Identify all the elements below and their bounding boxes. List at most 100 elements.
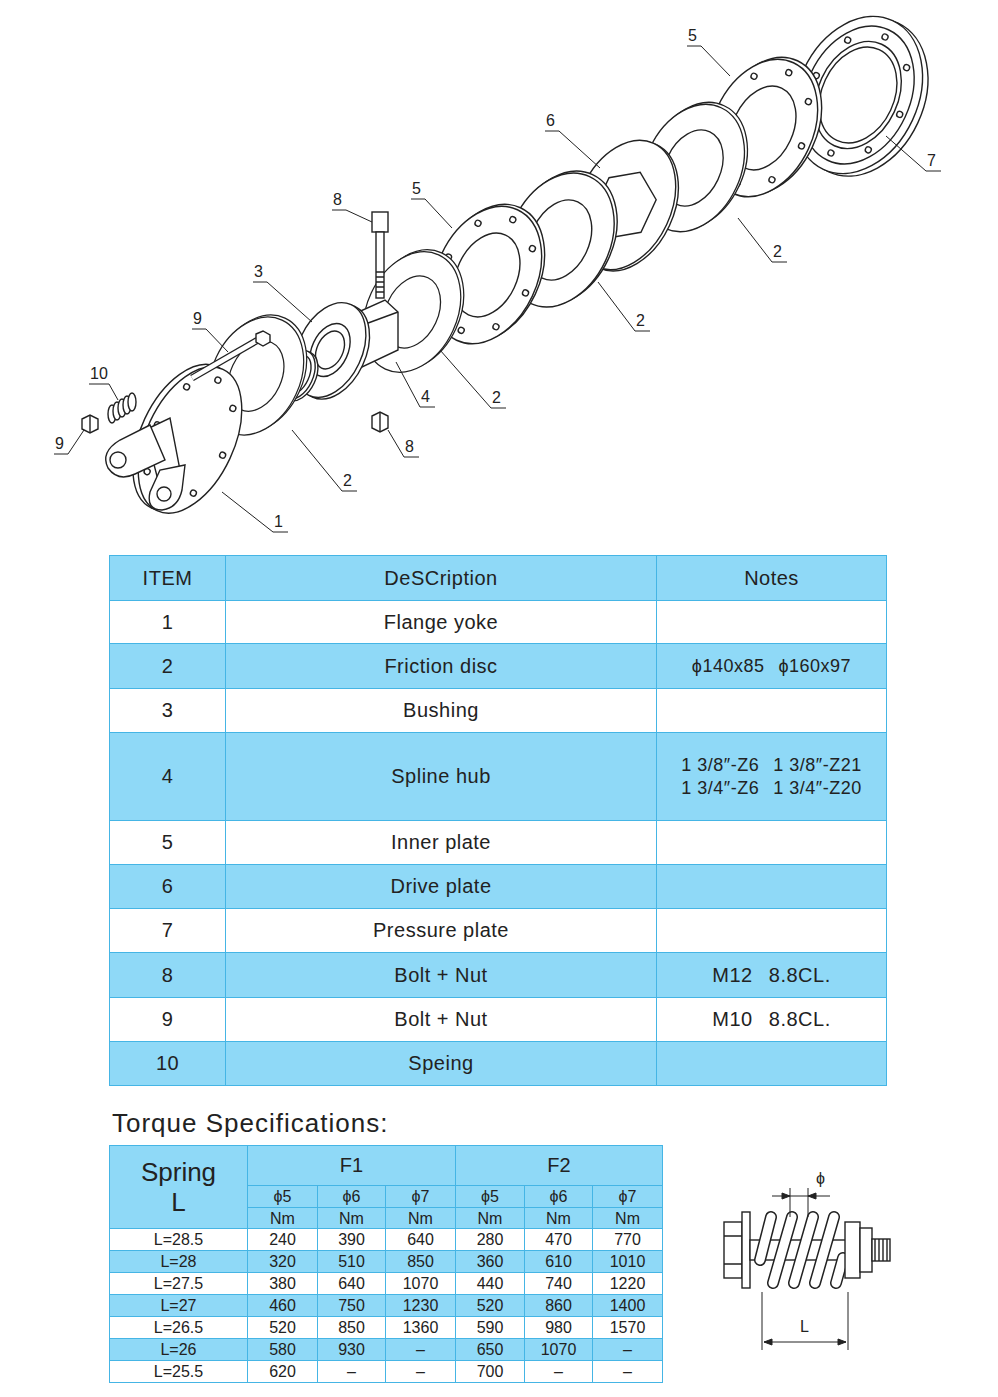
header-cell-text: DeSCription [384, 567, 497, 589]
header-cell-text: Nm [615, 1210, 640, 1227]
callout-number: 7 [927, 152, 936, 170]
cell-text: L=26.5 [154, 1319, 203, 1336]
table-row: NmNmNmNmNmNm [110, 1208, 663, 1229]
drawing-stroke [794, 1217, 813, 1283]
cell-text: 590 [477, 1319, 504, 1336]
header-cell-text: F1 [340, 1154, 363, 1176]
table-cell: Bolt + Nut [226, 998, 657, 1042]
table-cell: Spline hub [226, 733, 657, 821]
table-cell: 4 [110, 733, 226, 821]
table-cell: Inner plate [226, 821, 657, 865]
drawing-stroke [388, 430, 419, 457]
header-cell-text: Nm [339, 1210, 364, 1227]
drawing-stroke [724, 1236, 742, 1264]
table-row: L=26.552085013605909801570 [110, 1317, 663, 1339]
section-title: Torque Specifications: [112, 1108, 388, 1139]
cell-text: 640 [407, 1231, 434, 1248]
table-cell: ϕ7 [386, 1186, 456, 1208]
drawing-stroke [110, 452, 126, 468]
table-row: 2Friction discϕ140x85ϕ160x97 [110, 644, 887, 689]
drawing-stroke [82, 0, 952, 529]
table-cell: M12 8.8CL. [657, 953, 887, 998]
callout-number: 2 [636, 312, 645, 330]
cell-text: 240 [269, 1231, 296, 1248]
table-cell: 1070 [386, 1273, 456, 1295]
table-cell: 640 [318, 1273, 386, 1295]
note-text: 1 3/4″-Z20 [773, 778, 861, 799]
cell-text: – [416, 1341, 425, 1358]
cell-text: Pressure plate [373, 919, 509, 941]
table-cell: Drive plate [226, 865, 657, 909]
table-cell: 1570 [593, 1317, 663, 1339]
table-cell: – [386, 1361, 456, 1383]
drawing-stroke [372, 412, 388, 432]
cell-text: Bolt + Nut [394, 1008, 487, 1030]
cell-text: 470 [545, 1231, 572, 1248]
drawing-stroke [183, 383, 191, 391]
table-row: ϕ5ϕ6ϕ7ϕ5ϕ6ϕ7 [110, 1186, 663, 1208]
cell-text: Inner plate [391, 831, 491, 853]
table-cell: Nm [248, 1208, 318, 1229]
drawing-stroke [724, 1222, 742, 1278]
table-cell: L=28.5 [110, 1229, 248, 1251]
callout-number: 5 [412, 180, 421, 198]
table-cell: 9 [110, 998, 226, 1042]
cell-text: 6 [162, 875, 174, 897]
drawing-stroke [773, 1217, 792, 1283]
table-cell: ϕ7 [593, 1186, 663, 1208]
table-cell: 360 [456, 1251, 525, 1273]
table-cell: 280 [456, 1229, 525, 1251]
table-cell: SpringL [110, 1146, 248, 1229]
table-row: SpringLF1F2 [110, 1146, 663, 1186]
table-cell: 320 [248, 1251, 318, 1273]
cell-text: 440 [477, 1275, 504, 1292]
drawing-stroke [760, 1217, 771, 1260]
table-cell: ϕ5 [248, 1186, 318, 1208]
table-row: L=27.538064010704407401220 [110, 1273, 663, 1295]
table-cell: 980 [525, 1317, 593, 1339]
drawing-stroke [89, 415, 90, 433]
table-cell: 520 [456, 1295, 525, 1317]
callout-number: 9 [55, 435, 64, 453]
callout-number: 4 [421, 388, 430, 406]
table-cell: – [593, 1361, 663, 1383]
table-cell [657, 821, 887, 865]
drawing-stroke [411, 199, 452, 228]
table-cell: ϕ6 [525, 1186, 593, 1208]
notes-grid: ϕ140x85ϕ160x97 [657, 656, 886, 677]
cell-text: M12 8.8CL. [712, 964, 830, 986]
drawing-stroke [379, 412, 380, 432]
table-cell: 610 [525, 1251, 593, 1273]
drawing-stroke [149, 465, 185, 510]
drawing-stroke [782, 1193, 816, 1199]
table-cell: Bolt + Nut [226, 953, 657, 998]
table-cell: Nm [593, 1208, 663, 1229]
drawing-stroke [192, 329, 228, 352]
table-cell: 520 [248, 1317, 318, 1339]
drawing-stroke [128, 393, 136, 411]
torque-table: SpringLF1F2ϕ5ϕ6ϕ7ϕ5ϕ6ϕ7NmNmNmNmNmNmL=28.… [109, 1145, 663, 1383]
table-cell: L=26.5 [110, 1317, 248, 1339]
cell-text: – [554, 1363, 563, 1380]
drawing-stroke [345, 236, 480, 388]
cell-text: 360 [477, 1253, 504, 1270]
table-cell: – [318, 1361, 386, 1383]
table-cell: DeSCription [226, 556, 657, 601]
table-cell: Nm [386, 1208, 456, 1229]
cell-text: 650 [477, 1341, 504, 1358]
drawing-stroke [372, 212, 388, 232]
table-row: 8Bolt + NutM12 8.8CL. [110, 953, 887, 998]
cell-text: 390 [338, 1231, 365, 1248]
callout-number: 8 [405, 438, 414, 456]
cell-text: L=25.5 [154, 1363, 203, 1380]
drawing-stroke [815, 1217, 834, 1283]
table-row: 4Spline hub1 3/8″-Z61 3/8″-Z211 3/4″-Z61… [110, 733, 887, 821]
drawing-stroke [222, 492, 288, 532]
table-cell: 6 [110, 865, 226, 909]
cell-text: Friction disc [384, 655, 497, 677]
drawing-stroke [214, 376, 222, 384]
table-cell: 1400 [593, 1295, 663, 1317]
table-cell: 390 [318, 1229, 386, 1251]
table-cell: 1070 [525, 1339, 593, 1361]
